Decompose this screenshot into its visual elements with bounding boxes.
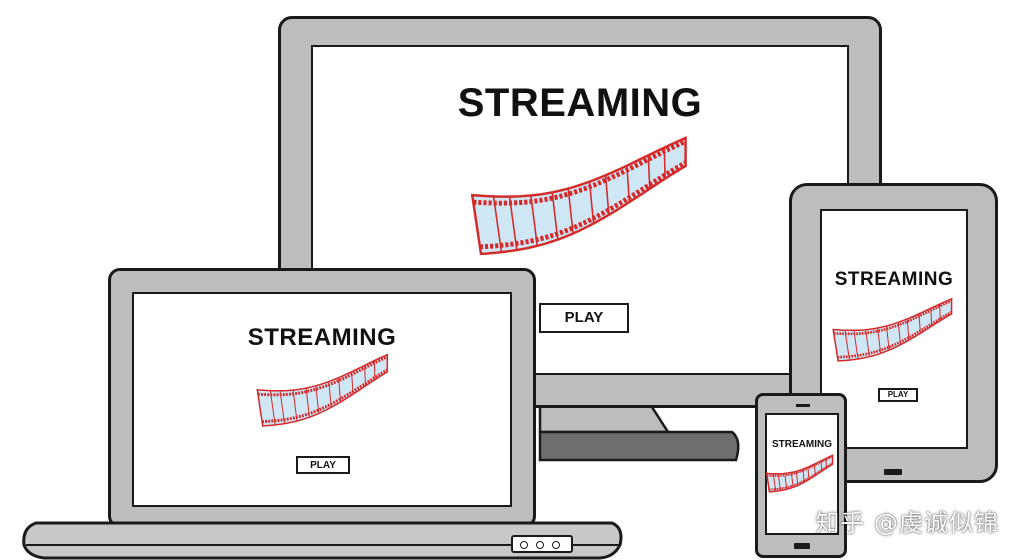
film-sprocket-rail <box>262 368 389 424</box>
laptop-indicator-light <box>520 541 528 549</box>
phone-home-button[interactable] <box>794 543 810 549</box>
film-frame-divider <box>604 175 610 215</box>
film-frame-divider <box>305 388 310 418</box>
film-frame-divider <box>802 469 805 483</box>
film-sprocket-rail <box>769 462 834 491</box>
film-frame-divider <box>292 390 298 422</box>
film-frame-divider <box>930 308 933 327</box>
film-strip-body <box>832 297 953 362</box>
film-frame-divider <box>373 360 376 380</box>
film-frame-divider <box>647 155 651 189</box>
film-frame-divider <box>338 377 342 403</box>
film-frame-divider <box>844 330 850 361</box>
film-frame-divider <box>530 195 539 246</box>
film-frame-divider <box>279 390 286 424</box>
film-frame-divider <box>814 464 816 476</box>
laptop-title: STREAMING <box>247 324 397 351</box>
film-frame-divider <box>364 365 367 386</box>
film-frame-divider <box>865 329 870 357</box>
film-frame-divider <box>877 327 882 354</box>
monitor-play-button[interactable]: PLAY <box>539 303 629 333</box>
phone-title: STREAMING <box>772 439 832 450</box>
film-frame-divider <box>588 181 595 224</box>
film-frame-divider <box>328 381 332 408</box>
laptop-indicator-light <box>552 541 560 549</box>
film-sprocket-rail <box>257 355 388 397</box>
watermark-text: 知乎 @虔诚似锦 <box>815 509 999 537</box>
film-frame-divider <box>897 322 902 345</box>
tablet-title: STREAMING <box>834 269 954 290</box>
monitor-film-strip-icon <box>470 136 687 256</box>
film-frame-divider <box>315 385 320 414</box>
film-frame-divider <box>567 188 574 234</box>
film-frame-divider <box>784 473 788 490</box>
tablet-film-strip-icon <box>832 297 953 362</box>
laptop-film-strip-icon <box>256 353 389 427</box>
phone-speaker <box>796 404 810 407</box>
film-sprocket-rail <box>837 310 953 359</box>
film-frame-divider <box>772 473 777 492</box>
laptop-indicator-light <box>536 541 544 549</box>
film-frame-divider <box>906 318 910 341</box>
film-strip-body <box>765 454 834 493</box>
film-frame-divider <box>663 147 666 179</box>
film-frame-divider <box>508 196 518 251</box>
film-sprocket-rail <box>833 299 953 336</box>
film-frame-divider <box>351 371 354 395</box>
film-frame-divider <box>551 192 559 240</box>
laptop-play-button[interactable]: PLAY <box>296 456 350 474</box>
film-frame-divider <box>853 330 859 360</box>
film-sprocket-rail <box>479 160 687 250</box>
film-frame-divider <box>795 471 799 486</box>
film-frame-divider <box>492 196 503 253</box>
monitor-title: STREAMING <box>457 81 703 125</box>
film-frame-divider <box>807 467 810 480</box>
film-sprocket-rail <box>473 139 687 206</box>
film-frame-divider <box>885 325 890 351</box>
film-frame-divider <box>790 472 794 488</box>
film-frame-divider <box>626 165 631 203</box>
film-frame-divider <box>269 390 276 425</box>
film-frame-divider <box>918 313 921 334</box>
film-frame-divider <box>777 473 781 491</box>
tablet-play-button[interactable]: PLAY <box>878 388 918 402</box>
tablet-home-button[interactable] <box>884 469 902 475</box>
phone-film-strip-icon <box>765 454 834 493</box>
